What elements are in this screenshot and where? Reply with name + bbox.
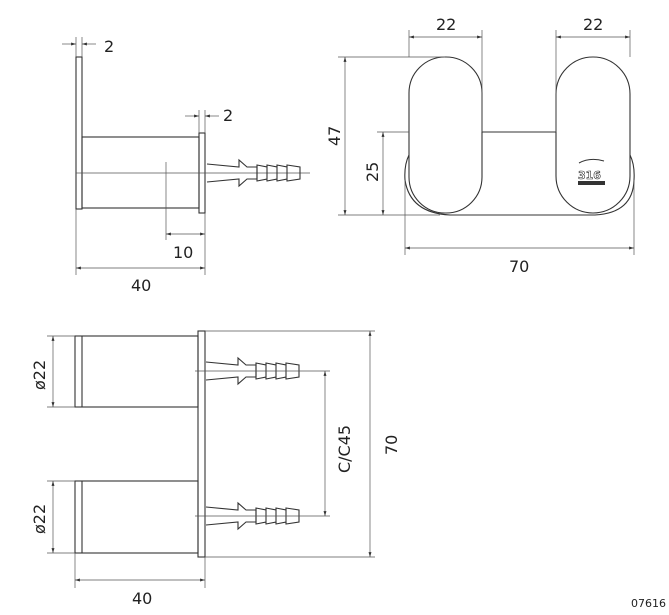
- hook-body: [81, 136, 200, 209]
- bottom-view: ø22 ø22 C/C45 70 40: [30, 330, 401, 608]
- dim-total-height: 70: [382, 435, 401, 455]
- mounting-plate: [75, 56, 83, 210]
- dim-top-diameter: ø22: [30, 360, 49, 390]
- dim-left-width: 22: [436, 15, 456, 34]
- base-plate: [197, 330, 206, 558]
- svg-text:316: 316: [578, 169, 601, 182]
- right-hook-face: [555, 56, 631, 214]
- dim-depth: 40: [131, 276, 151, 295]
- dim-flange-thickness: 2: [223, 106, 233, 125]
- dim-offset: 10: [173, 243, 193, 262]
- dim-right-width: 22: [583, 15, 603, 34]
- dim-total-width: 70: [509, 257, 529, 276]
- dim-height: 47: [325, 126, 344, 146]
- dim-base-height: 25: [363, 162, 382, 182]
- dim-center-distance: C/C45: [335, 425, 354, 473]
- drawing-code: 07616: [631, 597, 666, 610]
- left-hook-face: [408, 56, 483, 214]
- 316-logo: 316: [578, 158, 605, 185]
- dim-plate-thickness: 2: [104, 37, 114, 56]
- bottom-hook-body: [74, 480, 199, 554]
- top-hook-body: [74, 335, 199, 408]
- base-plate: [404, 154, 635, 216]
- dim-bottom-diameter: ø22: [30, 504, 49, 534]
- front-view: 316 22 22 47 25 70: [325, 15, 635, 276]
- side-view: 2 2 10 40: [62, 37, 310, 295]
- dim-depth: 40: [132, 589, 152, 608]
